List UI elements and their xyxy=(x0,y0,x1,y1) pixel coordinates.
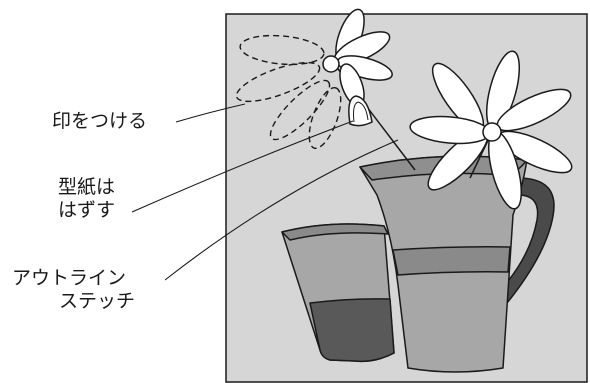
traced-petals xyxy=(235,34,342,150)
pattern-petal xyxy=(348,95,373,127)
leader-mark xyxy=(175,103,246,123)
flower-top xyxy=(322,8,393,127)
flower-main xyxy=(409,50,573,210)
label-mark: 印をつける xyxy=(52,110,147,133)
label-outline-stitch-line2: ステッチ xyxy=(59,290,136,312)
leader-lines xyxy=(131,103,399,281)
label-remove-pattern-line2: はずす xyxy=(58,199,116,221)
label-mark-text: 印をつける xyxy=(52,110,148,132)
label-outline-stitch: アウトライン ステッチ xyxy=(12,267,135,313)
leader-remove-pattern xyxy=(131,120,354,213)
label-remove-pattern: 型紙は はずす xyxy=(58,176,115,222)
leader-outline-stitch xyxy=(164,139,399,281)
label-remove-pattern-line1: 型紙は xyxy=(58,176,116,198)
label-outline-stitch-line1: アウトライン xyxy=(12,267,127,289)
small-pitcher xyxy=(281,223,395,363)
